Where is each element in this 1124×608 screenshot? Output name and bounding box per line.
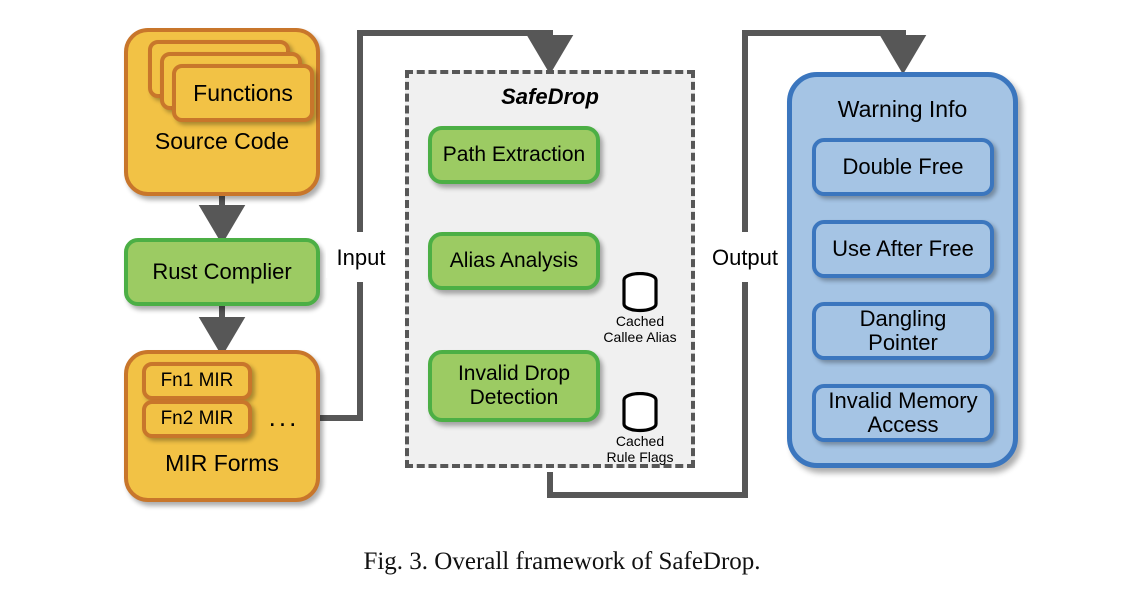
rust-compiler-label: Rust Complier <box>152 259 292 284</box>
warning-item-double-free-label: Double Free <box>842 154 964 179</box>
warning-info-title: Warning Info <box>837 96 968 122</box>
mir-ellipsis: ... <box>268 402 300 432</box>
figure-caption: Fig. 3. Overall framework of SafeDrop. <box>363 548 761 575</box>
warning-item-invalid-memory-access: Invalid Memory Access <box>812 384 994 442</box>
mir-item-fn2: Fn2 MIR <box>142 400 252 438</box>
mir-forms-title: MIR Forms <box>165 450 279 476</box>
warning-item-use-after-free: Use After Free <box>812 220 994 278</box>
rust-compiler-box: Rust Complier <box>124 238 320 306</box>
cache-callee-alias-caption: Cached Callee Alias <box>592 313 688 345</box>
source-code-title: Source Code <box>154 128 290 154</box>
warning-item-double-free: Double Free <box>812 138 994 196</box>
safedrop-title: SafeDrop <box>501 84 599 109</box>
step-alias-analysis: Alias Analysis <box>428 232 600 290</box>
warning-item-dangling-pointer-label: Dangling Pointer <box>859 305 947 355</box>
cache-callee-alias-caption-line2: Callee Alias <box>603 328 677 345</box>
warning-item-use-after-free-label: Use After Free <box>832 236 974 261</box>
warning-item-invalid-memory-access-label: Invalid Memory Access <box>828 387 978 437</box>
cache-callee-alias-caption-line1: Cached <box>615 313 665 329</box>
cache-rule-flags-caption: Cached Rule Flags <box>592 433 688 465</box>
step-invalid-drop-detection-label: Invalid Drop Detection <box>457 362 571 409</box>
mir-item-fn1-label: Fn1 MIR <box>160 370 234 391</box>
step-path-extraction-label: Path Extraction <box>442 143 586 166</box>
step-alias-analysis-label: Alias Analysis <box>449 249 579 272</box>
step-invalid-drop-detection: Invalid Drop Detection <box>428 350 600 422</box>
warning-item-dangling-pointer: Dangling Pointer <box>812 302 994 360</box>
cache-callee-alias-icon <box>622 272 658 313</box>
cache-rule-flags-icon <box>622 392 658 433</box>
cache-rule-flags-caption-line1: Cached <box>615 433 665 449</box>
functions-card-label: Functions <box>193 79 293 106</box>
input-label: Input <box>326 238 396 278</box>
arrow-input-to-safedrop <box>318 282 363 421</box>
mir-item-fn2-label: Fn2 MIR <box>160 408 234 429</box>
output-label: Output <box>703 238 787 278</box>
mir-item-fn1: Fn1 MIR <box>142 362 252 400</box>
functions-card-front: Functions <box>172 64 314 122</box>
step-path-extraction: Path Extraction <box>428 126 600 184</box>
cache-rule-flags-caption-line2: Rule Flags <box>606 448 674 465</box>
